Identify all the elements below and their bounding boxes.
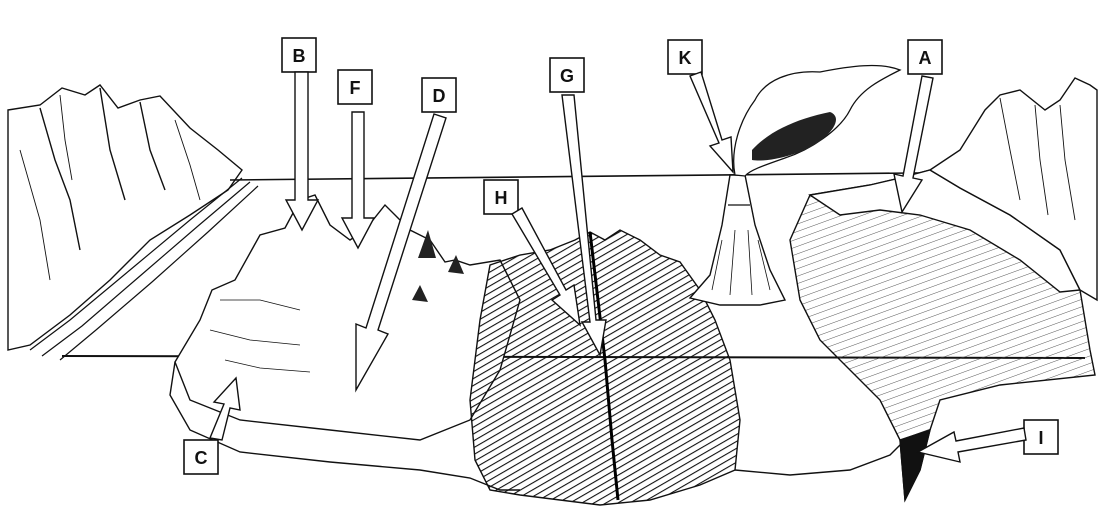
label-k: K [668,40,733,172]
label-k-text: K [679,48,692,68]
label-b-text: B [293,46,306,66]
label-f-text: F [350,78,361,98]
label-a-text: A [919,48,932,68]
volcanic-plume [734,66,900,176]
label-g-text: G [560,66,574,86]
sea-surface-line [230,172,1010,180]
label-b: B [282,38,318,230]
label-c-text: C [195,448,208,468]
arrow-i [918,428,1026,462]
label-d-text: D [433,86,446,106]
arrow-k [690,72,733,172]
ocean-floor-right [735,440,905,475]
label-i-text: I [1038,428,1043,448]
label-h-text: H [495,188,508,208]
arrow-f [342,112,374,248]
label-i: I [918,420,1058,462]
label-f: F [338,70,374,248]
mid-ocean-ridge [470,230,740,505]
arrow-b [286,72,318,230]
volcano [690,175,785,305]
